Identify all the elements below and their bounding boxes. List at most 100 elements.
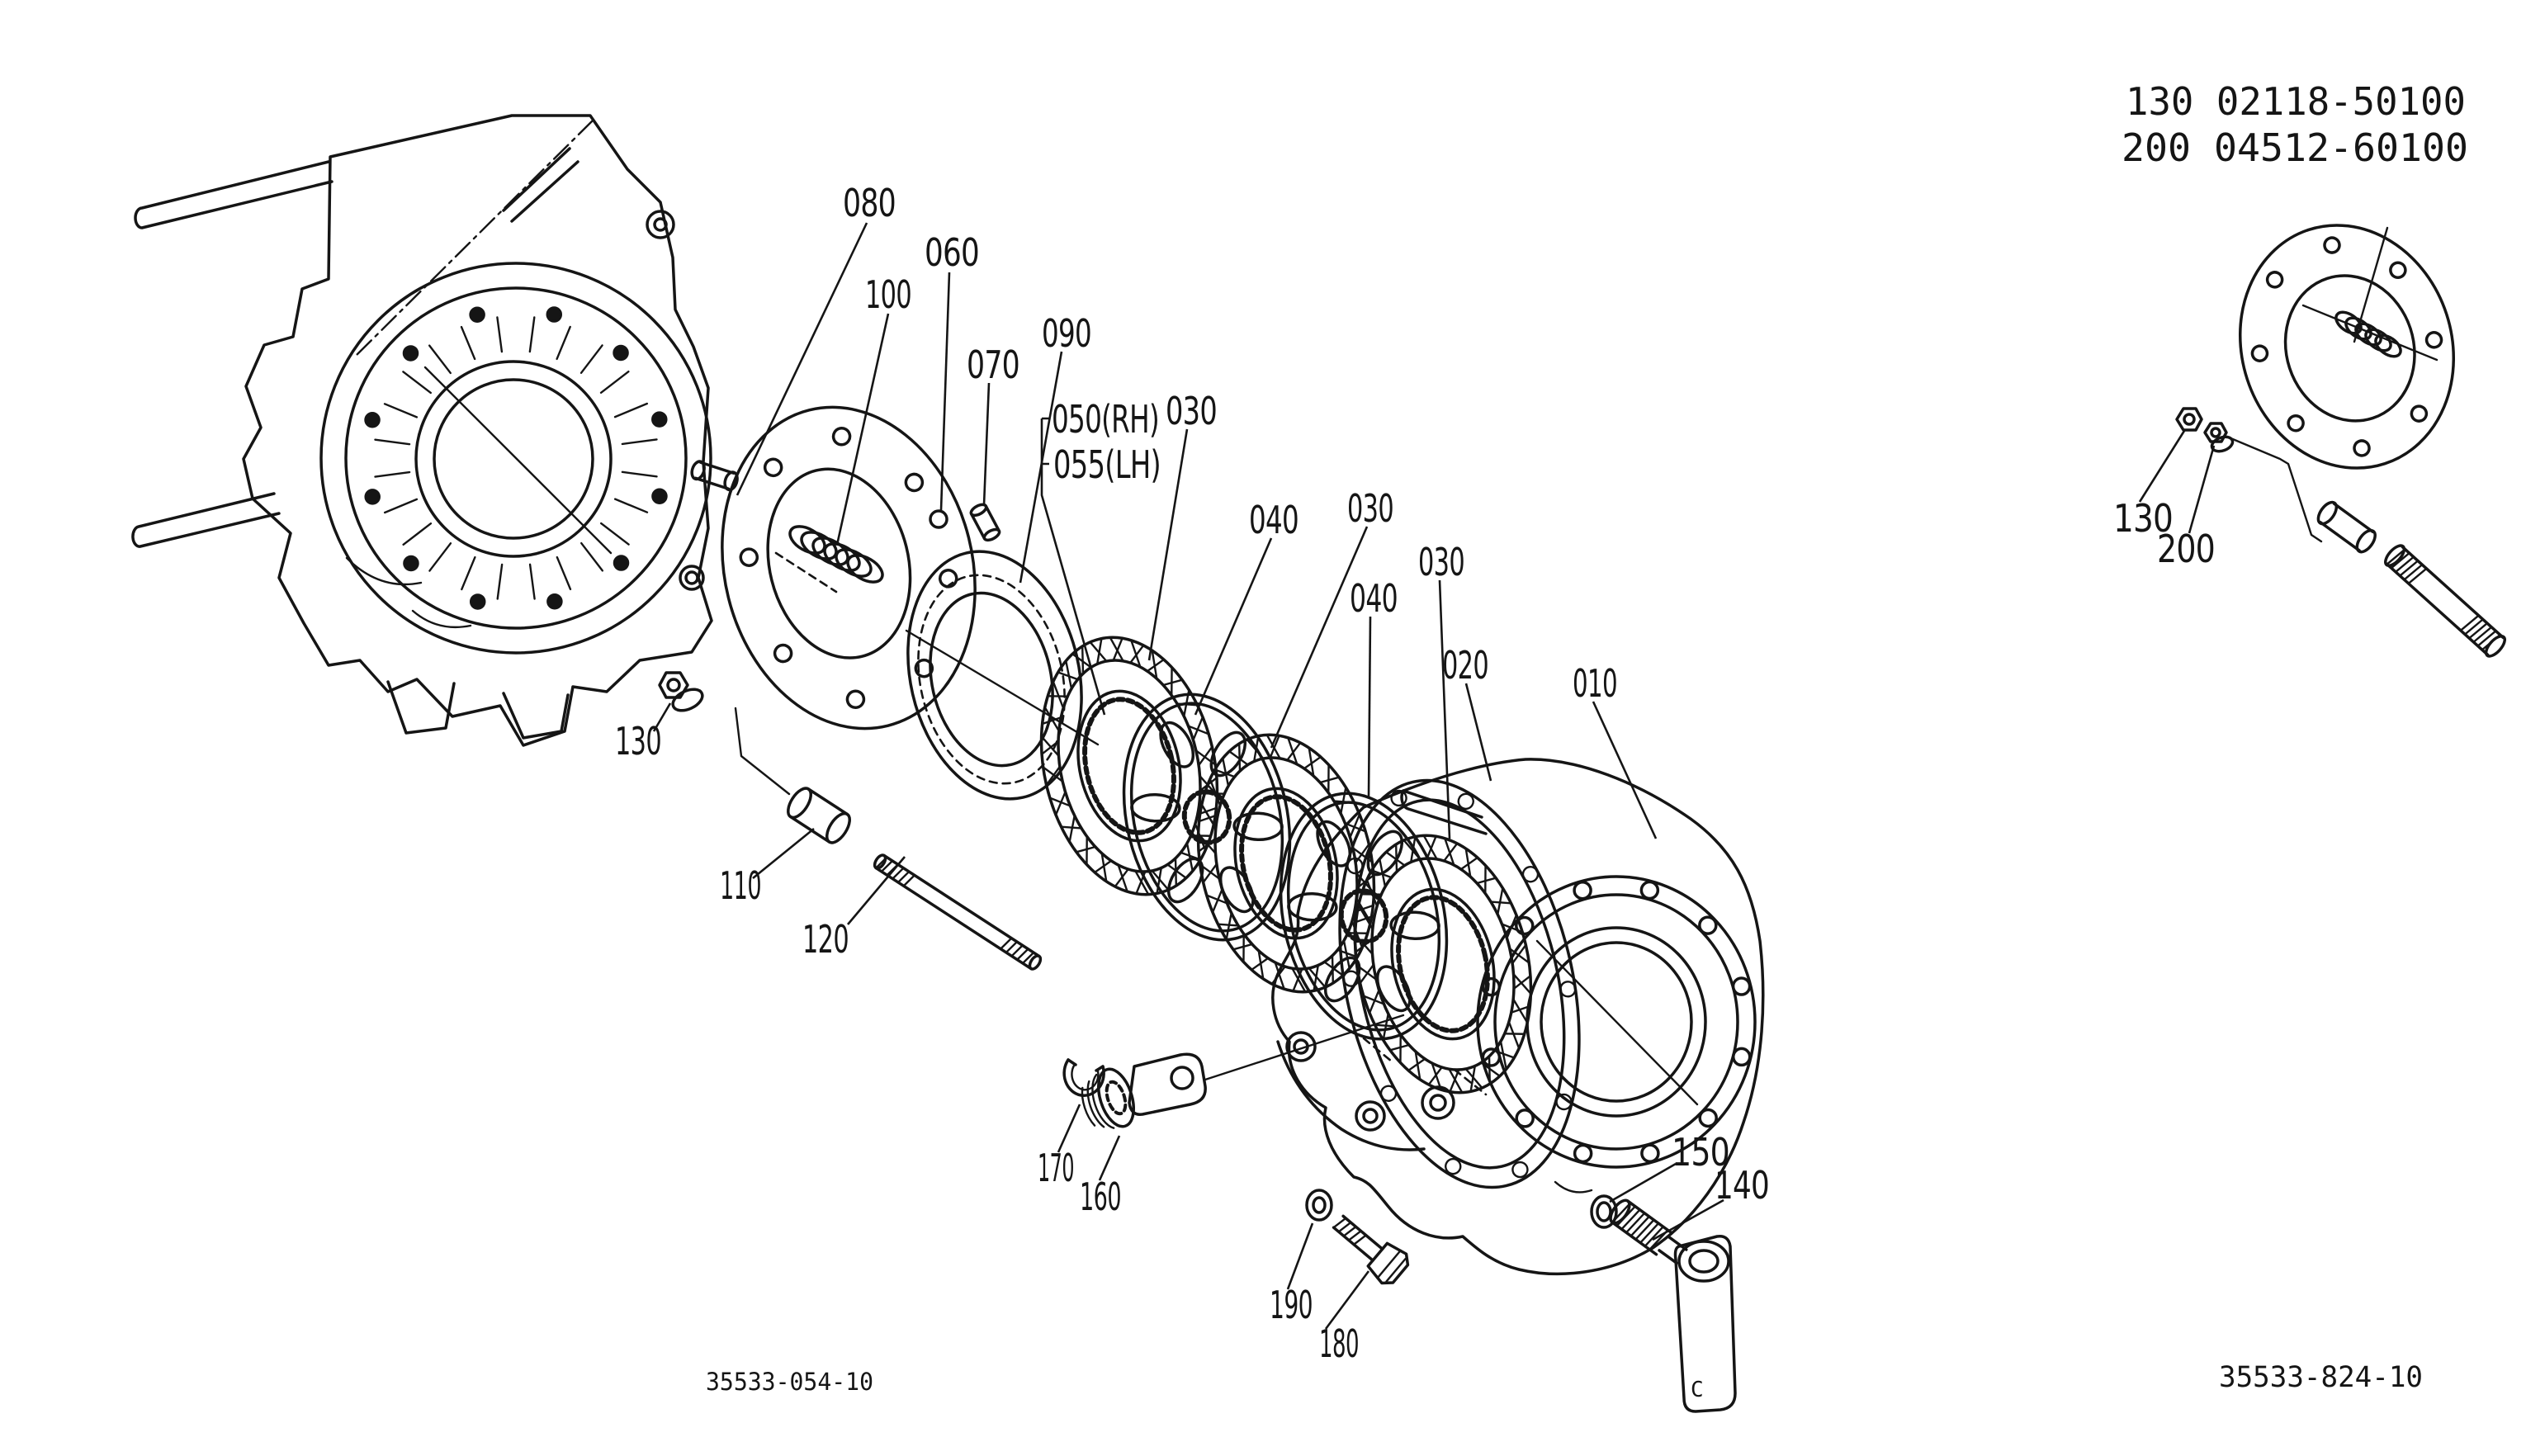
plate-window [1287,891,1338,922]
snap-ring-outer [1062,1058,1105,1098]
inset-rod-threads [2386,548,2428,585]
rib-line [496,563,504,600]
thread-tick [1332,1217,1347,1229]
thread-tick [2468,622,2489,640]
hatch-tick [1382,1013,1389,1042]
disc1-friction-hatch [1040,636,1218,896]
rib-line [613,402,649,418]
hatch-tick [1237,742,1242,773]
plate-window [1389,910,1440,941]
washer-190 [1305,1189,1333,1222]
part-label-120: 120 [802,917,849,962]
hatch-tick [1511,943,1527,965]
nut-130-hex [658,671,689,699]
hatch-tick [1344,822,1367,833]
hatch-tick [1048,797,1071,807]
hatch-tick [1065,659,1073,690]
hatch-tick [1469,1065,1476,1093]
hatch-tick [1431,1061,1442,1091]
bolt-hole [546,593,563,610]
case-ridge-line-1 [502,147,571,212]
spring-coil [811,537,849,566]
rib-line [600,522,630,546]
inset-plate-opening [2283,274,2416,423]
pin-070 [969,503,1001,542]
plate-window [1209,730,1247,778]
inset-nut-200-hex [2203,422,2228,443]
part-label-190: 190 [1270,1283,1313,1327]
plate-window [1375,965,1412,1013]
washer-bore [1312,1196,1327,1214]
leader-line-130i [2138,430,2186,503]
thread-tick [999,937,1013,950]
case-ridge-line-2 [510,160,579,223]
bolt-hole [1342,970,1360,987]
thread-tick [2481,633,2501,651]
bolt-hole [1573,880,1592,901]
bolt-hole [651,411,668,428]
brake-spring-100 [788,525,884,584]
bolt-hole [831,427,852,447]
hatch-tick [1464,1067,1483,1090]
bolt-hole [1640,1143,1660,1164]
thread-tick [1615,1205,1636,1227]
hatch-tick [1274,961,1285,990]
thread-tick [874,856,888,869]
bolt-hole [1481,1047,1502,1067]
housing-arm-boss-2-bore [1362,1108,1379,1124]
hatch-tick [1100,852,1108,883]
leader-line-040a [1194,537,1273,716]
hatch-tick [1205,894,1228,905]
hatch-tick [1464,847,1472,878]
hatch-tick [1308,967,1327,989]
leader-line-070 [982,382,991,506]
part-label-040a: 040 [1249,498,1298,542]
part-label-040b: 040 [1350,576,1398,621]
thread-tick [1010,944,1024,957]
hatch-tick [1068,815,1076,844]
shaft-neck [1658,1235,1688,1265]
spring-coil [823,542,861,572]
cam-plate-hidden-edge [917,574,1066,785]
rib-line [383,498,419,514]
thread-tick [1611,1202,1632,1224]
disc2-opening [1233,787,1339,940]
hatch-tick [1089,641,1108,663]
disc3-opening [1390,887,1496,1041]
lever-boss-inner [1688,1249,1719,1274]
leader-line-100 [835,313,890,546]
case-ear-hole-top [646,210,675,239]
housing-bore-outer [1526,926,1707,1118]
part-label-130: 130 [615,719,661,763]
thread-tick [2459,614,2480,632]
rib-line [461,555,476,591]
adjuster-clevis [1128,1052,1207,1116]
housing-arm-boss-3-bore [1429,1094,1447,1112]
case-pipe-bottom [131,492,281,548]
hatch-tick [1368,989,1380,1014]
thread-tick [1352,1234,1367,1246]
part-label-170: 170 [1038,1146,1074,1190]
disc2-band-inner [1213,756,1359,971]
hatch-tick [1287,736,1298,766]
part-label-030a: 030 [1166,389,1217,433]
case-hub-axis [423,366,613,555]
housing-bore-axis [1535,939,1699,1106]
inset-nut-200-bore [2210,427,2221,438]
part-label-010: 010 [1573,661,1617,706]
inset-ref-line-1: 130 02118-50100 [2126,79,2466,124]
thread-tick [1342,1226,1357,1237]
rib-line [556,325,571,361]
bolt-head-facets [1376,1249,1407,1283]
thread-tick [2394,555,2415,574]
cam-plate-opening [929,591,1054,768]
part-label-020: 020 [1442,643,1488,688]
plate-window [1316,820,1352,867]
rib-line [621,470,658,478]
leader-line-090 [1019,351,1063,584]
housing-arm-boss-1 [1285,1031,1317,1062]
hatch-tick [1225,912,1232,941]
leader-line-200i [2188,445,2216,534]
